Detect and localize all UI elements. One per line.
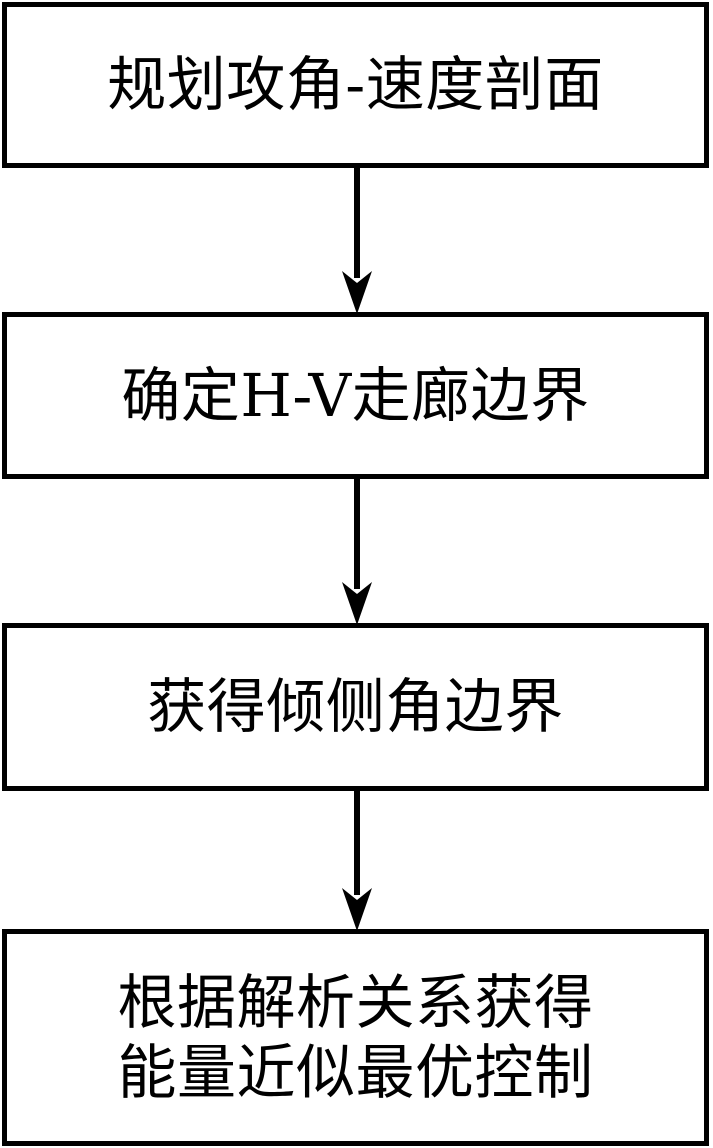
- flowchart-node-4-label: 根据解析关系获得 能量近似最优控制: [117, 967, 594, 1107]
- connector-3-line: [354, 789, 360, 895]
- arrow-down-icon: [339, 887, 375, 931]
- arrow-down-icon: [339, 270, 375, 314]
- flowchart-node-2-label: 确定H-V走廊边界: [121, 360, 590, 430]
- flowchart-connector-2: [339, 477, 375, 625]
- flowchart-node-2: 确定H-V走廊边界: [2, 312, 709, 479]
- connector-1-line: [354, 166, 360, 278]
- flowchart-node-1-label: 规划攻角-速度剖面: [107, 50, 604, 119]
- arrow-down-icon: [339, 581, 375, 625]
- flowchart-node-4: 根据解析关系获得 能量近似最优控制: [2, 929, 709, 1146]
- flowchart-connector-1: [339, 166, 375, 314]
- flowchart-connector-3: [339, 789, 375, 931]
- flowchart-node-1: 规划攻角-速度剖面: [2, 2, 709, 168]
- flowchart-node-3: 获得倾侧角边界: [2, 623, 709, 791]
- connector-2-line: [354, 477, 360, 589]
- flowchart-node-3-label: 获得倾侧角边界: [147, 672, 564, 741]
